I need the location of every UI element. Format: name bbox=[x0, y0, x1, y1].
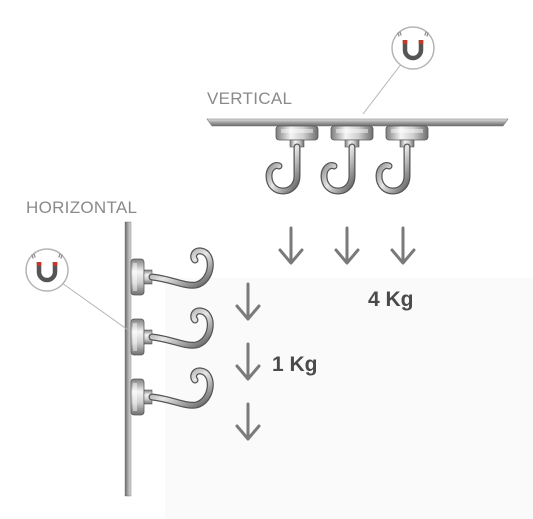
horizontal-label: HORIZONTAL bbox=[26, 198, 138, 217]
magnet-icon bbox=[392, 27, 434, 69]
vertical-hook-1 bbox=[269, 126, 318, 191]
horizontal-setup bbox=[26, 221, 261, 497]
down-arrow-icon bbox=[278, 226, 304, 265]
horizontal-load-value: 1 Kg bbox=[272, 353, 318, 376]
vertical-hook-3 bbox=[379, 126, 428, 191]
vertical-label: VERTICAL bbox=[207, 89, 293, 108]
vertical-callout-line bbox=[362, 62, 403, 115]
vertical-load-value: 4 Kg bbox=[368, 288, 414, 311]
ceiling-plate bbox=[206, 118, 509, 127]
wall-plate bbox=[124, 221, 132, 497]
down-arrow-icon bbox=[390, 226, 416, 265]
magnet-icon bbox=[26, 249, 68, 291]
vertical-setup bbox=[206, 27, 509, 265]
down-arrow-icon bbox=[334, 226, 360, 265]
horizontal-callout-line bbox=[61, 282, 129, 331]
vertical-hook-2 bbox=[324, 126, 373, 191]
backdrop-panel bbox=[165, 278, 533, 519]
